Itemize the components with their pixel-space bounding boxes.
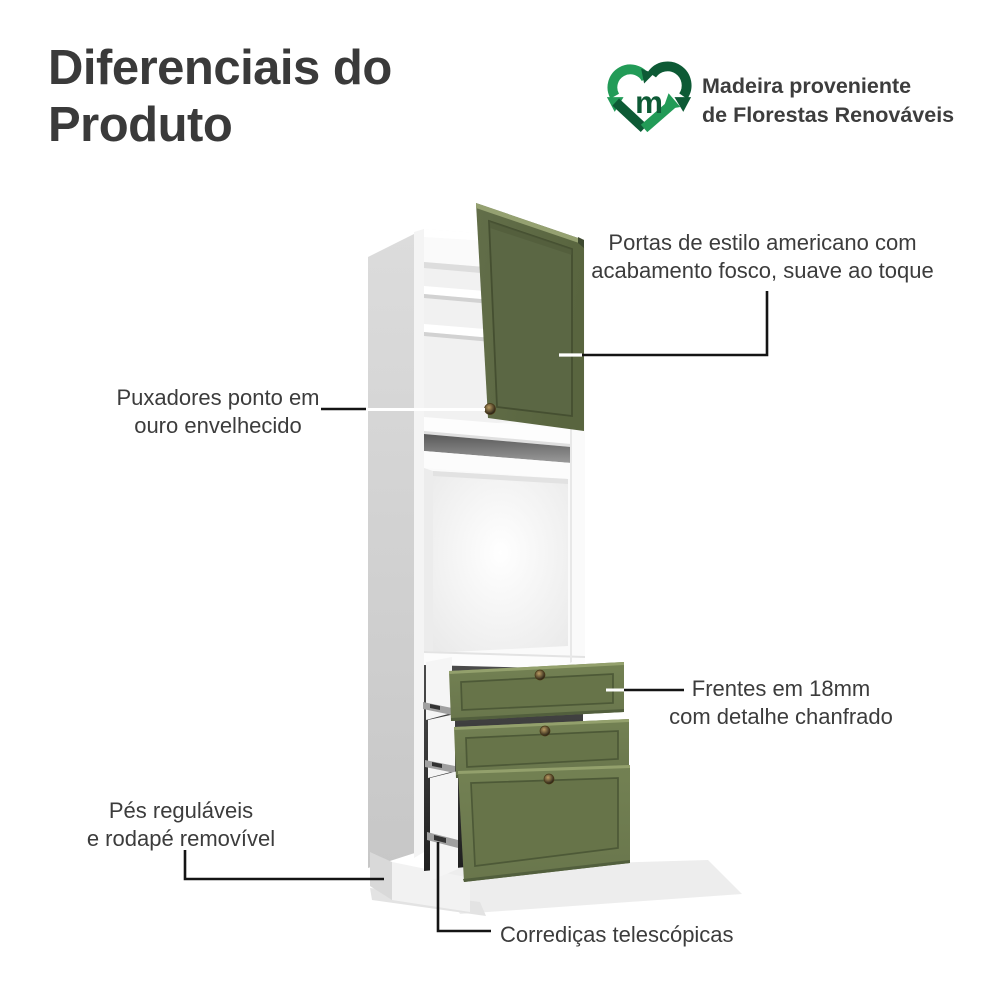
badge-line1: Madeira proveniente [702, 74, 912, 98]
drawer-knob-3 [543, 773, 555, 785]
cabinet-door [476, 203, 584, 431]
callout-puxadores-line2: ouro envelhecido [134, 413, 302, 438]
callout-corredicas-line1: Corrediças telescópicas [500, 922, 734, 947]
drawer-front-1 [449, 662, 624, 721]
callout-frentes-line1: Frentes em 18mm [691, 676, 871, 701]
callout-corredicas: Corrediças telescópicas [500, 921, 820, 949]
callout-pes-line1: Pés reguláveis [108, 798, 254, 823]
callout-pes-line2: e rodapé removível [86, 826, 276, 851]
leader-lines [183, 291, 769, 933]
badge-line2: de Florestas Renováveis [702, 103, 955, 127]
leader-line-corredicas [436, 842, 491, 933]
page-title-line2: Produto [48, 98, 233, 152]
page-title-line1: Diferenciais do [48, 41, 392, 95]
door-knob [484, 403, 496, 415]
callout-frentes-line2: com detalhe chanfrado [669, 704, 893, 729]
drawer-boxes [423, 657, 458, 881]
callout-frentes: Frentes em 18mm com detalhe chanfrado [651, 675, 911, 731]
small-niche [424, 434, 571, 463]
oven-cavity [424, 468, 568, 658]
callout-portas-line2: acabamento fosco, suave ao toque [591, 258, 934, 283]
callout-portas-line1: Portas de estilo americano com [608, 230, 917, 255]
callout-portas: Portas de estilo americano com acabament… [565, 229, 960, 285]
recycle-heart-icon: m [606, 61, 692, 133]
page-title: Diferenciais do Produto [48, 40, 568, 154]
drawer-knob-1 [534, 669, 546, 681]
callout-puxadores-line1: Puxadores ponto em [116, 385, 320, 410]
leader-line-portas [582, 291, 769, 357]
drawer-front-3 [458, 765, 630, 882]
badge-letter: m [635, 85, 663, 120]
drawer-front-2 [454, 719, 629, 778]
leader-line-pes [183, 850, 384, 881]
drawer-knob-2 [539, 725, 551, 737]
side-panel [368, 229, 424, 868]
callout-puxadores: Puxadores ponto em ouro envelhecido [88, 384, 348, 440]
plinth [370, 852, 470, 912]
badge-text: Madeira proveniente de Florestas Renováv… [702, 72, 1000, 130]
callout-pes: Pés reguláveis e rodapé removível [61, 797, 301, 853]
